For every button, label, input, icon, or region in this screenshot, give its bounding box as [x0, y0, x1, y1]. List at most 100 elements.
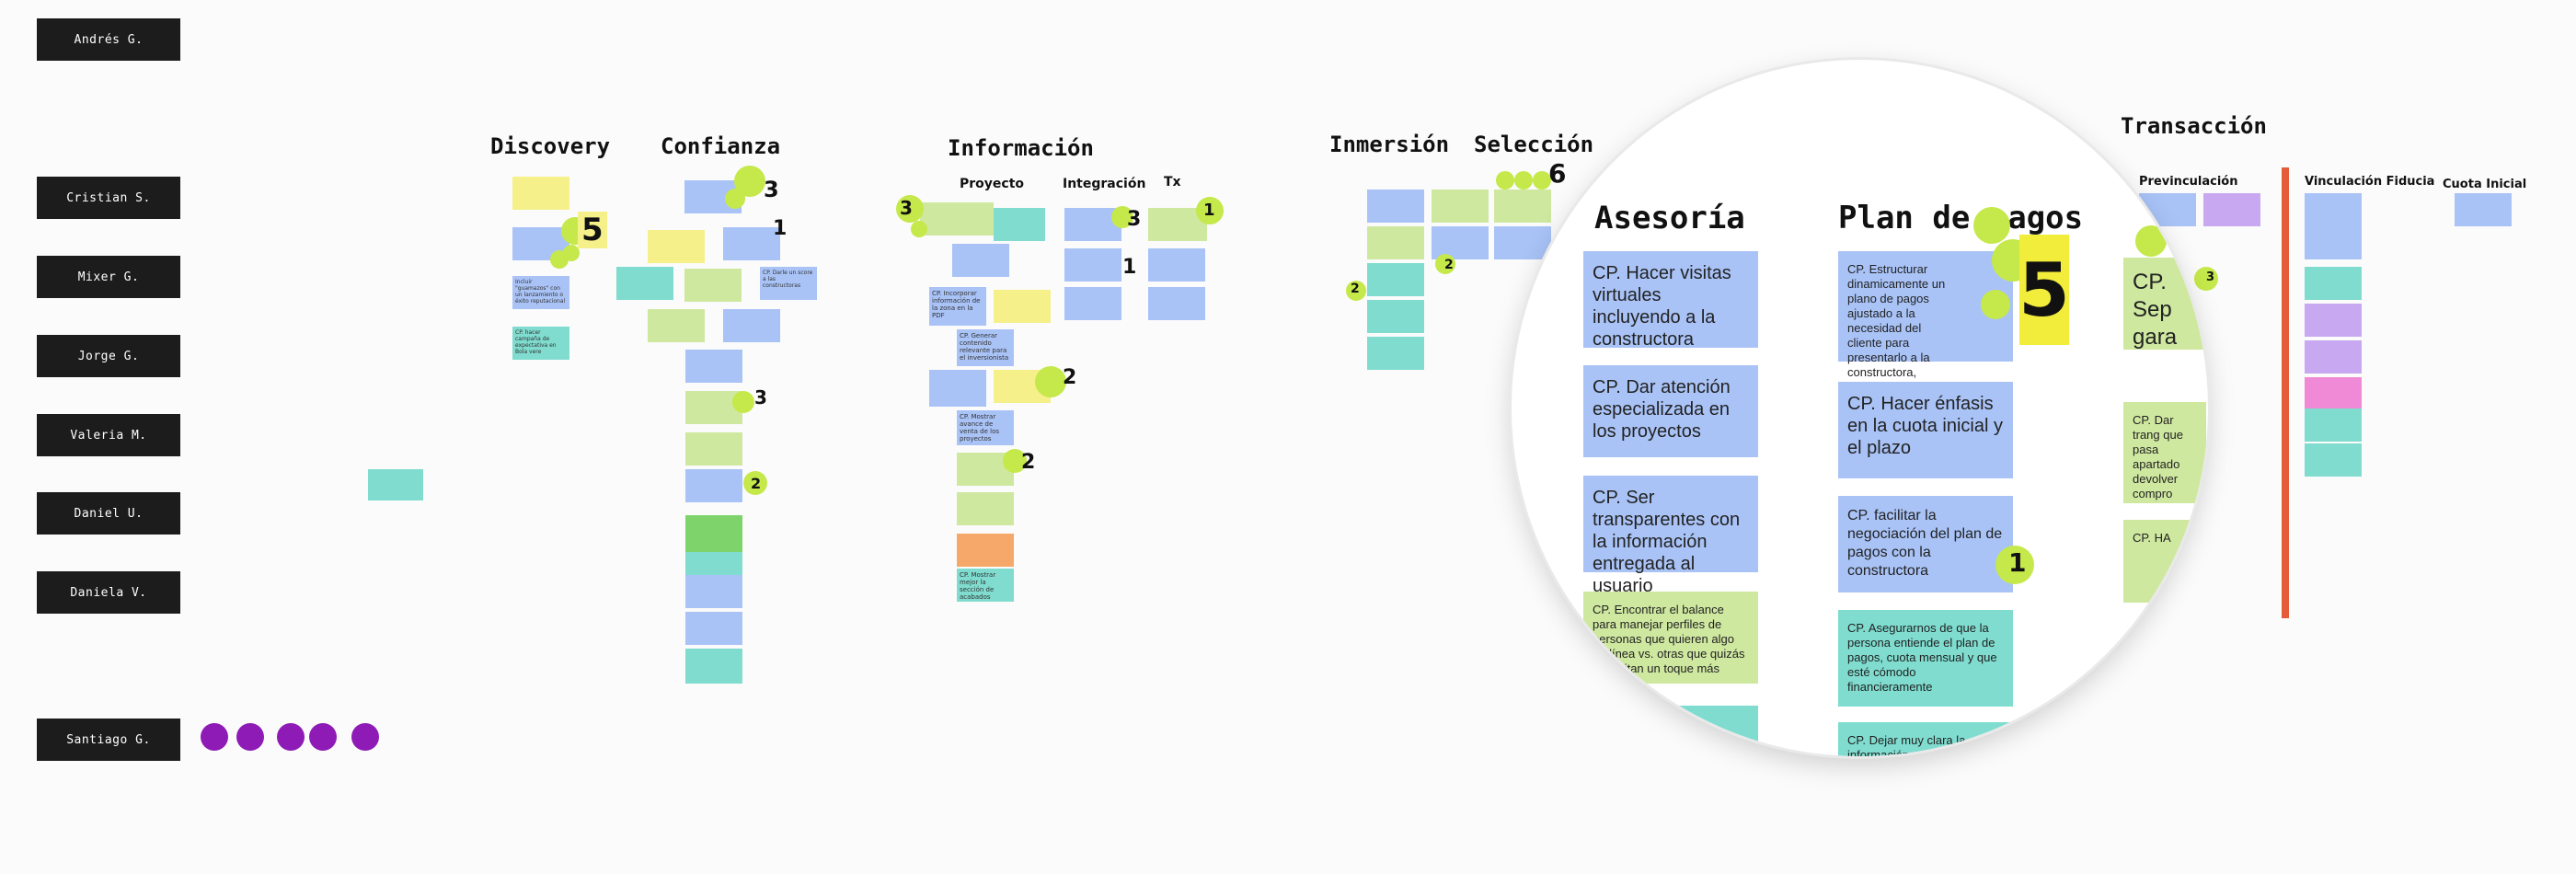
vote-dot[interactable] [1533, 171, 1551, 190]
lens-title-asesoria: Asesoría [1594, 200, 1745, 236]
sticky-note[interactable] [1367, 263, 1424, 296]
vote-dot[interactable] [1995, 546, 2034, 584]
sticky-note[interactable] [685, 469, 742, 502]
vote-dot[interactable] [896, 195, 924, 223]
sticky-note[interactable] [684, 269, 742, 302]
sticky-note[interactable] [957, 534, 1014, 567]
sticky-note[interactable] [1367, 337, 1424, 370]
vote-dot-purple[interactable] [201, 723, 228, 751]
sticky-note[interactable] [2305, 304, 2362, 337]
sticky-note[interactable] [1367, 190, 1424, 223]
column-divider [2282, 167, 2289, 618]
sticky-note[interactable] [512, 177, 569, 210]
vote-dot[interactable] [911, 221, 927, 237]
sticky-note[interactable] [1148, 287, 1205, 320]
participant-tag[interactable]: Cristian S. [37, 177, 180, 219]
lens-sticky-note[interactable]: CP. HA [2123, 520, 2206, 603]
lens-sticky-note[interactable]: CP. facilitar la negociación del plan de… [1838, 496, 2013, 592]
lens-sticky-note[interactable]: CP. Dar trang que pasa apartado devolver… [2123, 402, 2206, 503]
vote-dot[interactable] [1435, 254, 1455, 274]
sticky-note[interactable] [920, 202, 994, 236]
sticky-note[interactable] [2455, 193, 2512, 226]
sticky-note[interactable] [1064, 287, 1121, 320]
lens-sticky-note[interactable]: CP. Asegurarnos de que la persona entien… [1838, 610, 2013, 707]
sticky-note[interactable] [685, 515, 742, 552]
sticky-note[interactable] [929, 370, 986, 407]
vote-dot[interactable] [1003, 449, 1027, 473]
participant-tag[interactable]: Jorge G. [37, 335, 180, 377]
sticky-note[interactable]: Incluir "guamazos" con un lanzamiento o … [512, 276, 569, 309]
lens-sticky-note[interactable]: CP. Dar atención especializada en los pr… [1583, 365, 1758, 457]
sticky-note[interactable]: CP. Darle un score a las constructoras [760, 267, 817, 300]
sticky-note[interactable] [648, 230, 705, 263]
participant-tag[interactable]: Andrés G. [37, 18, 180, 61]
lens-sticky-note[interactable]: CP. Sep gara [2123, 258, 2206, 350]
vote-dot-purple[interactable] [351, 723, 379, 751]
sticky-note[interactable] [2305, 193, 2362, 226]
vote-dot-purple[interactable] [236, 723, 264, 751]
lens-sticky-note[interactable]: CP. Ser transparentes con la información… [1583, 476, 1758, 596]
lens-sticky-note[interactable]: CP. Dejar muy clara la información y doc… [1838, 722, 2013, 756]
sticky-note[interactable] [723, 309, 780, 342]
sticky-note[interactable] [2305, 408, 2362, 442]
vote-dot[interactable] [563, 245, 580, 261]
lens-sticky-note[interactable]: CP. Hacer énfasis en la cuota inicial y … [1838, 382, 2013, 478]
vote-dot[interactable] [1035, 366, 1066, 397]
participant-tag[interactable]: Mixer G. [37, 256, 180, 298]
sticky-note[interactable] [1367, 300, 1424, 333]
sticky-note[interactable] [1064, 248, 1121, 282]
vote-dot[interactable] [1196, 197, 1224, 224]
sticky-note[interactable] [952, 244, 1009, 277]
sticky-note[interactable] [1367, 226, 1424, 259]
sticky-note[interactable] [1494, 226, 1551, 259]
sticky-note[interactable] [685, 612, 742, 645]
lens-sticky-note[interactable]: CP. Hacer visitas virtuales incluyendo a… [1583, 251, 1758, 350]
sticky-note[interactable] [1432, 190, 1489, 223]
sticky-note[interactable] [685, 432, 742, 466]
sticky-note[interactable] [2305, 377, 2362, 410]
sticky-note[interactable] [685, 575, 742, 608]
vote-dot[interactable] [1981, 290, 2010, 319]
lens-sticky-note[interactable] [1583, 706, 1758, 756]
vote-dot[interactable] [732, 391, 754, 413]
vote-count: 2 [1444, 258, 1454, 272]
sticky-note[interactable] [2305, 340, 2362, 374]
vote-dot[interactable] [2135, 225, 2167, 257]
vote-count: 1 [773, 217, 788, 240]
sticky-note[interactable] [1494, 190, 1551, 223]
sticky-note[interactable] [1148, 248, 1205, 282]
sticky-note[interactable]: CP. hacer campaña de expectativa en Bola… [512, 327, 569, 360]
lens-sticky-note[interactable]: CP. Encontrar el balance para manejar pe… [1583, 592, 1758, 690]
sticky-note[interactable]: CP. Mostrar mejor la sección de acabados [957, 569, 1014, 602]
vote-dot[interactable] [1973, 207, 2010, 244]
sticky-note[interactable] [368, 469, 423, 500]
vote-dot[interactable] [1111, 206, 1133, 228]
sticky-note[interactable] [648, 309, 705, 342]
vote-dot[interactable] [1346, 281, 1366, 301]
vote-dot-purple[interactable] [309, 723, 337, 751]
sticky-note[interactable] [685, 649, 742, 684]
sticky-note[interactable] [957, 492, 1014, 525]
vote-dot-purple[interactable] [277, 723, 305, 751]
vote-dot[interactable] [743, 471, 767, 495]
sticky-note[interactable] [2203, 193, 2260, 226]
participant-tag[interactable]: Daniela V. [37, 571, 180, 614]
sticky-note[interactable] [994, 208, 1045, 241]
sticky-note[interactable]: CP. Mostrar avance de venta de los proye… [957, 410, 1014, 445]
participant-tag[interactable]: Daniel U. [37, 492, 180, 535]
participant-tag[interactable]: Valeria M. [37, 414, 180, 456]
participant-tag[interactable]: Santiago G. [37, 719, 180, 761]
sticky-note[interactable] [2305, 443, 2362, 477]
sticky-note[interactable]: CP. Incorporar información de la zona en… [929, 287, 986, 326]
sticky-note[interactable] [2305, 226, 2362, 259]
sticky-note[interactable] [685, 350, 742, 383]
sticky-note[interactable] [2305, 267, 2362, 300]
sticky-note[interactable] [616, 267, 673, 300]
sticky-note[interactable] [994, 290, 1051, 323]
sticky-note[interactable]: CP. Generar contenido relevante para el … [957, 329, 1014, 366]
vote-dot[interactable] [1514, 171, 1533, 190]
sticky-note[interactable] [723, 227, 780, 260]
vote-dot[interactable] [725, 189, 745, 209]
vote-dot[interactable] [1496, 171, 1514, 190]
